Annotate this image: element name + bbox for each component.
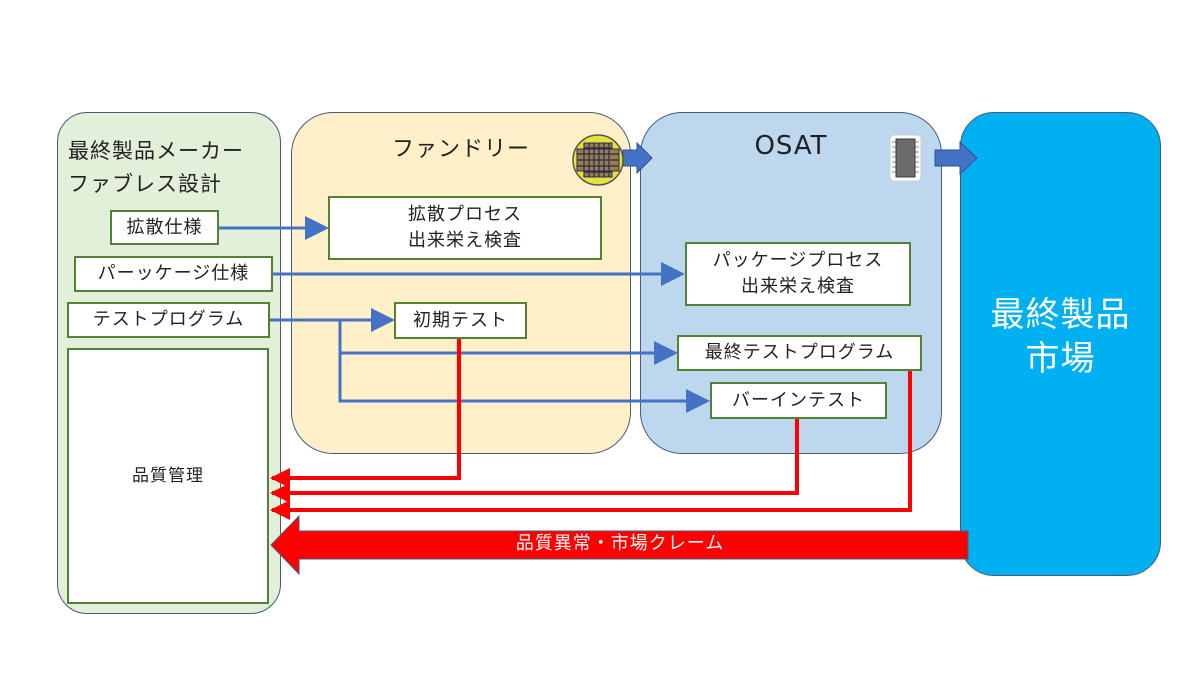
market-lane-title: 最終製品 市場 — [961, 293, 1160, 381]
diffusion-process-box: 拡散プロセス 出来栄え検査 — [328, 196, 602, 260]
market-claim-arrow — [270, 514, 969, 576]
package-spec-box: パーッケージ仕様 — [74, 256, 273, 292]
lane-market: 最終製品 市場 — [960, 112, 1161, 576]
wafer-icon — [572, 134, 624, 186]
feedback-initial-test — [270, 337, 461, 488]
feedback-flows — [270, 337, 912, 520]
foundry-to-osat-arrow — [622, 141, 653, 175]
spec-flows — [219, 216, 710, 413]
initial-test-box: 初期テスト — [394, 302, 527, 339]
diffusion-spec-box: 拡散仕様 — [110, 210, 219, 245]
burn-in-test-box: バーインテスト — [710, 382, 887, 419]
package-process-box: パッケージプロセス 出来栄え検査 — [685, 242, 911, 306]
osat-to-market-arrow — [934, 140, 978, 176]
maker-title-line2: ファブレス設計 — [68, 172, 222, 196]
chip-icon — [889, 134, 922, 182]
osat-lane-title: OSAT — [754, 131, 828, 161]
maker-lane-title: 最終製品メーカー ファブレス設計 — [68, 135, 244, 201]
foundry-lane-title: ファンドリー — [391, 137, 530, 162]
test-program-box: テストプログラム — [67, 302, 270, 338]
market-title-line1: 最終製品 — [990, 295, 1131, 335]
flow-burn-in-test — [338, 353, 710, 413]
market-title-line2: 市場 — [1025, 339, 1096, 379]
feedback-burn-in-test — [270, 419, 799, 503]
feedback-final-test — [270, 370, 912, 520]
market-claim-label: 品質異常・市場クレーム — [515, 533, 725, 554]
final-test-program-box: 最終テストプログラム — [677, 335, 922, 371]
maker-title-line1: 最終製品メーカー — [68, 139, 244, 163]
quality-control-box: 品質管理 — [67, 348, 269, 604]
